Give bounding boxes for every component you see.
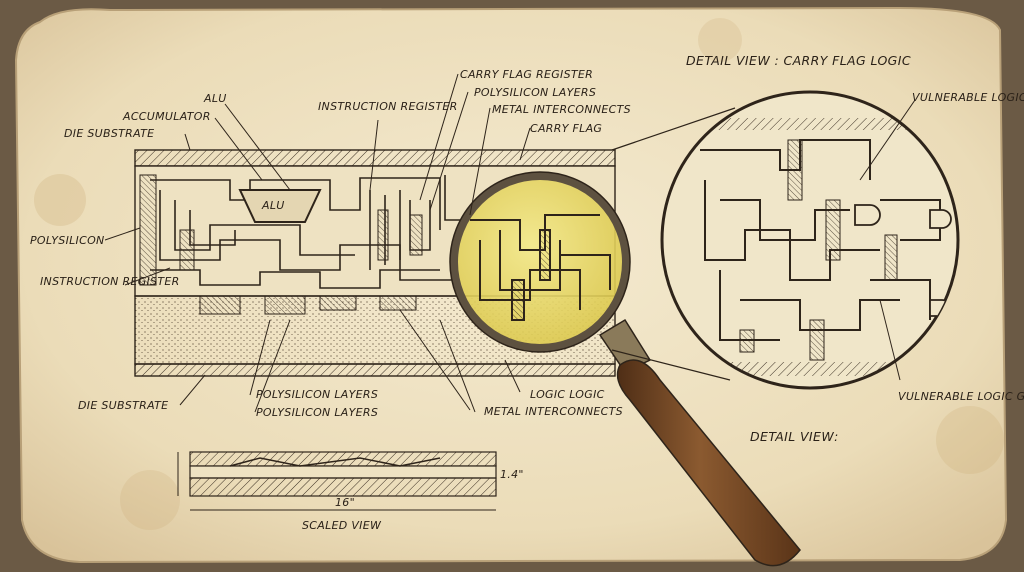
label-polysilicon-layers-top: POLYSILICON LAYERS	[474, 86, 596, 99]
chip-cross-section: ALU	[134, 149, 616, 377]
label-polysilicon-layers-b2: POLYSILICON LAYERS	[256, 406, 378, 419]
magnifier-handle-icon	[598, 318, 801, 567]
alu-block-label: ALU	[261, 199, 285, 212]
detail-view-title: DETAIL VIEW : CARRY FLAG LOGIC	[686, 53, 911, 68]
label-metal-interconnects-bottom: METAL INTERCONNECTS	[484, 405, 623, 418]
label-carry-flag: CARRY FLAG	[530, 122, 602, 135]
label-alu: ALU	[203, 92, 227, 105]
magnifying-glass	[449, 171, 801, 567]
label-scaled-view: SCALED VIEW	[302, 519, 382, 532]
label-polysilicon-left: POLYSILICON	[30, 234, 105, 247]
label-instruction-register-left: INSTRUCTION REGISTER	[40, 275, 180, 288]
label-carry-flag-register: CARRY FLAG REGISTER	[460, 68, 593, 81]
label-die-substrate-bottom: DIE SUBSTRATE	[78, 399, 168, 412]
label-vulnerable-gate-bottom: VULNERABLE LOGIC GATE	[898, 390, 1024, 403]
label-dim-height: 1.4"	[500, 468, 524, 481]
label-polysilicon-layers-b1: POLYSILICON LAYERS	[256, 388, 378, 401]
label-logic-logic: LOGIC LOGIC	[530, 388, 605, 401]
label-vulnerable-gate-top: VULNERABLE LOGIC GATE	[912, 91, 1024, 104]
label-detail-view: DETAIL VIEW:	[750, 429, 839, 444]
label-accumulator: ACCUMULATOR	[122, 110, 211, 123]
label-instruction-register-top: INSTRUCTION REGISTER	[318, 100, 458, 113]
alu-block	[238, 189, 322, 223]
label-dim-width: 16"	[335, 496, 355, 509]
scaled-view-diagram	[177, 451, 497, 511]
label-metal-interconnects-top: METAL INTERCONNECTS	[492, 103, 631, 116]
label-die-substrate-top: DIE SUBSTRATE	[64, 127, 154, 140]
